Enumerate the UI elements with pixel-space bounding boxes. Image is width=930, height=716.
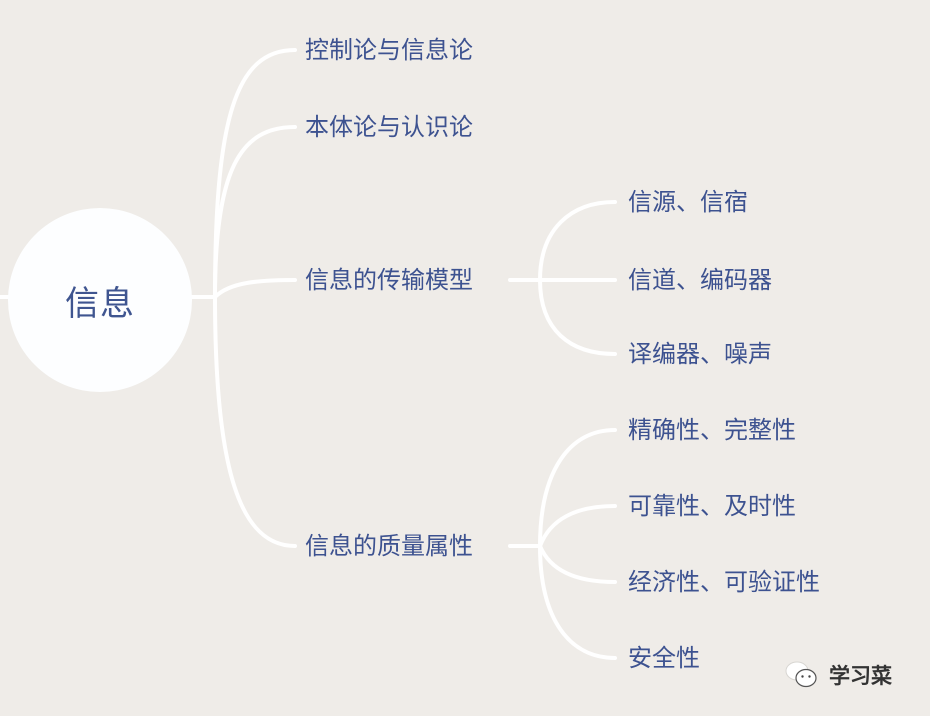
leaf-accuracy-completeness[interactable]: 精确性、完整性 <box>628 416 796 444</box>
branch-transmission-model[interactable]: 信息的传输模型 <box>305 266 473 294</box>
leaf-source-sink[interactable]: 信源、信宿 <box>628 188 748 216</box>
root-label: 信息 <box>65 283 135 324</box>
watermark: 学习菜 <box>785 660 892 690</box>
leaf-security[interactable]: 安全性 <box>628 644 700 672</box>
branch-control-theory[interactable]: 控制论与信息论 <box>305 36 473 64</box>
root-node[interactable]: 信息 <box>8 208 192 392</box>
wechat-icon <box>785 660 819 690</box>
branch-quality-attributes[interactable]: 信息的质量属性 <box>305 532 473 560</box>
leaf-economy-verifiability[interactable]: 经济性、可验证性 <box>628 568 820 596</box>
branch-ontology[interactable]: 本体论与认识论 <box>305 113 473 141</box>
leaf-channel-encoder[interactable]: 信道、编码器 <box>628 266 772 294</box>
leaf-decoder-noise[interactable]: 译编器、噪声 <box>628 340 772 368</box>
watermark-label: 学习菜 <box>829 664 892 688</box>
leaf-reliability-timeliness[interactable]: 可靠性、及时性 <box>628 492 796 520</box>
